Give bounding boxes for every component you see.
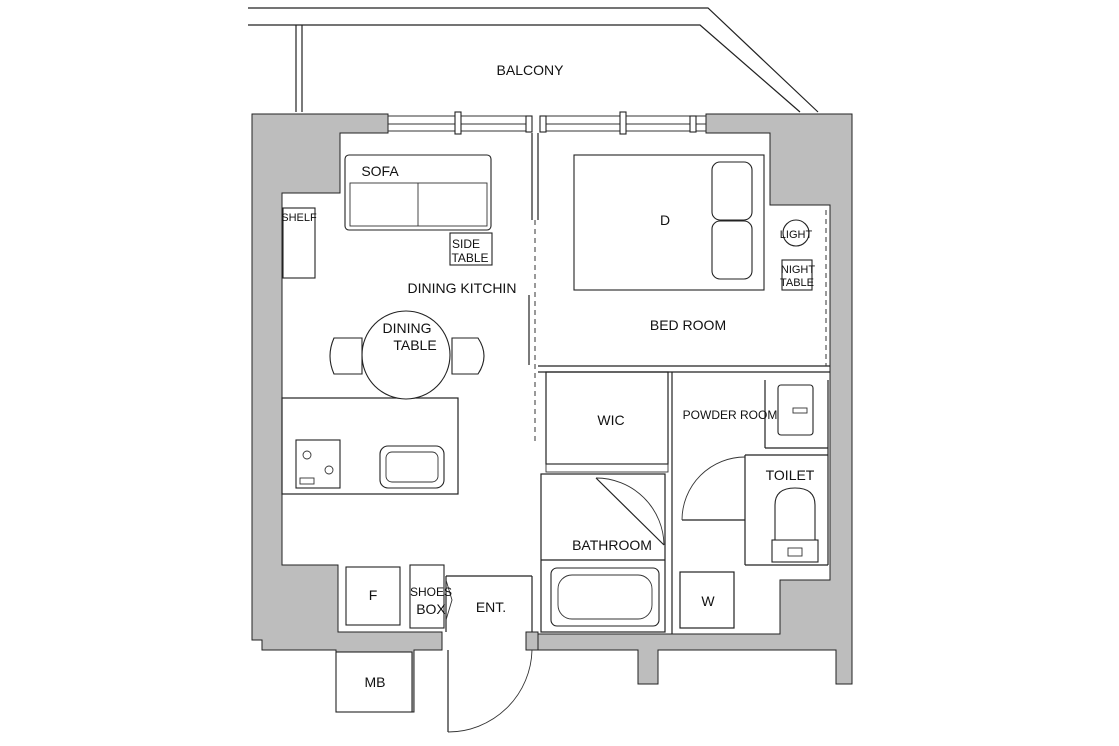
shelf-label: SHELF [281,212,317,224]
meter-box [335,651,413,713]
toilet-label: TOILET [766,467,815,483]
walls [251,113,853,713]
balcony-label: BALCONY [497,62,565,78]
dining-table-label-1: DINING [383,320,432,336]
side-table-label-2: TABLE [451,251,488,265]
windows [388,111,706,135]
meter-box-label: MB [365,674,386,690]
shoes-box-label-1: SHOES [410,585,452,599]
shelf [282,207,316,279]
fridge-label: F [369,587,378,603]
bed-label: D [660,212,670,228]
balcony [248,7,819,113]
side-table-label-1: SIDE [452,237,480,251]
night-table [781,259,813,291]
wic-label: WIC [597,412,624,428]
partitions [281,133,830,634]
toilet-fixture [771,487,819,563]
dining-kitchin-label: DINING KITCHIN [408,280,517,296]
light [782,219,810,247]
powder-room-label: POWDER ROOM [683,408,778,422]
fridge [345,566,401,626]
dining-set [329,310,485,400]
light-label: LIGHT [780,229,813,241]
shoes-box [409,564,445,629]
night-table-label-1: NIGHT [781,264,816,276]
bed [573,154,765,291]
night-table-label-2: TABLE [780,277,814,289]
entrance-label: ENT. [476,599,506,615]
room-labels: BALCONY SOFA SHELF SIDE TABLE DINING KIT… [281,62,815,690]
powder-sink [777,384,814,436]
side-table [449,232,493,266]
bed-room-label: BED ROOM [650,317,726,333]
sofa [344,154,492,231]
bathtub [550,567,660,627]
washer-label: W [701,593,715,609]
bathroom-label: BATHROOM [572,537,652,553]
sofa-label: SOFA [361,163,399,179]
doors [445,456,746,733]
kitchen [295,439,445,489]
dining-table-label-2: TABLE [393,337,436,353]
shoes-box-label-2: BOX [416,601,446,617]
